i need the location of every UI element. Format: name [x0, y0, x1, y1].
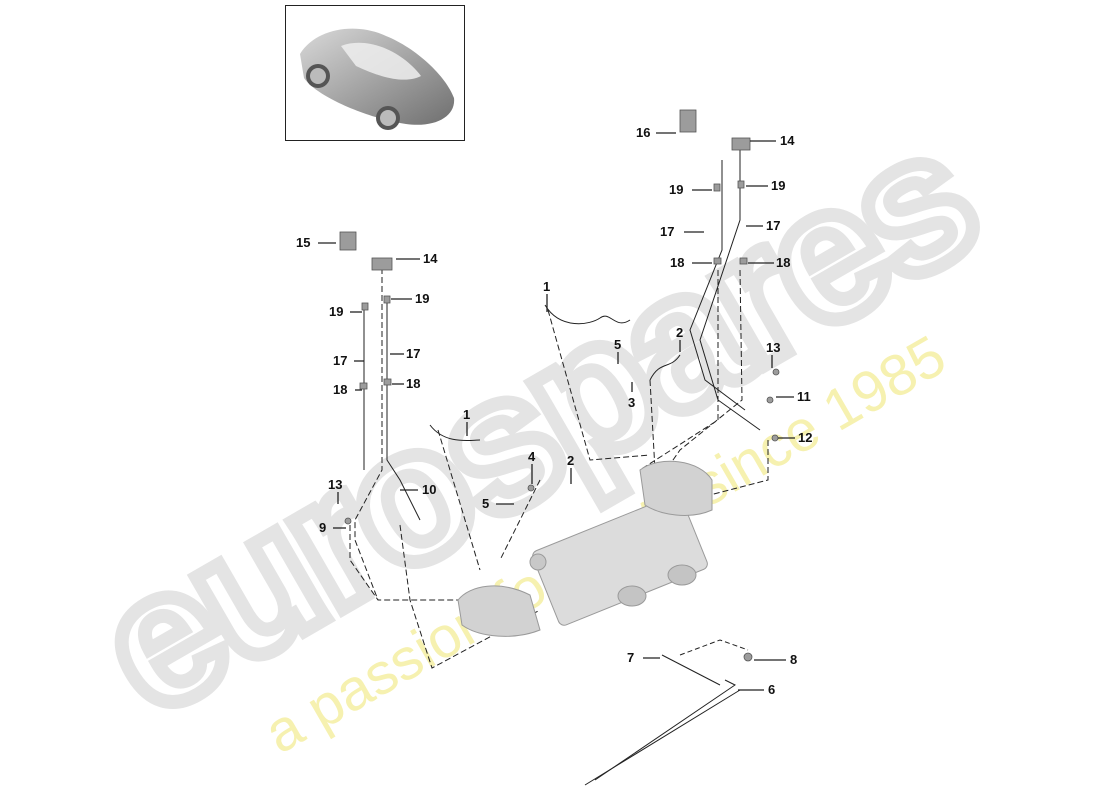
callout-18[interactable]: 18	[776, 255, 791, 270]
vacuum-valve-left	[371, 257, 393, 271]
callout-2[interactable]: 2	[676, 325, 684, 340]
callout-14[interactable]: 14	[780, 133, 795, 148]
callout-17[interactable]: 17	[406, 346, 421, 361]
callout-8[interactable]: 8	[790, 652, 798, 667]
callout-9[interactable]: 9	[319, 520, 327, 535]
callout-1[interactable]: 1	[463, 407, 471, 422]
callout-19[interactable]: 19	[415, 291, 430, 306]
callout-5[interactable]: 5	[482, 496, 490, 511]
vacuum-valve-right	[731, 137, 751, 151]
callout-10[interactable]: 10	[422, 482, 437, 497]
callout-13[interactable]: 13	[328, 477, 343, 492]
callout-17[interactable]: 17	[660, 224, 675, 239]
callout-13[interactable]: 13	[766, 340, 781, 355]
callout-7[interactable]: 7	[627, 650, 635, 665]
callout-3[interactable]: 3	[628, 395, 636, 410]
callout-11[interactable]: 11	[797, 389, 811, 404]
callout-14[interactable]: 14	[423, 251, 438, 266]
car-icon	[300, 28, 455, 130]
callout-15[interactable]: 15	[296, 235, 311, 250]
callout-19[interactable]: 19	[669, 182, 684, 197]
bracket-right	[679, 109, 697, 133]
callout-5[interactable]: 5	[614, 337, 622, 352]
callout-18[interactable]: 18	[406, 376, 421, 391]
callout-19[interactable]: 19	[771, 178, 786, 193]
callout-12[interactable]: 12	[798, 430, 813, 445]
callout-18[interactable]: 18	[670, 255, 685, 270]
callout-6[interactable]: 6	[768, 682, 776, 697]
bracket-left	[339, 231, 357, 251]
callout-17[interactable]: 17	[333, 353, 348, 368]
vehicle-thumbnail	[285, 5, 465, 141]
callout-17[interactable]: 17	[766, 218, 781, 233]
callout-4[interactable]: 4	[528, 449, 536, 464]
callout-1[interactable]: 1	[543, 279, 551, 294]
callout-19[interactable]: 19	[329, 304, 344, 319]
callout-2[interactable]: 2	[567, 453, 575, 468]
callout-16[interactable]: 16	[636, 125, 651, 140]
callout-18[interactable]: 18	[333, 382, 348, 397]
